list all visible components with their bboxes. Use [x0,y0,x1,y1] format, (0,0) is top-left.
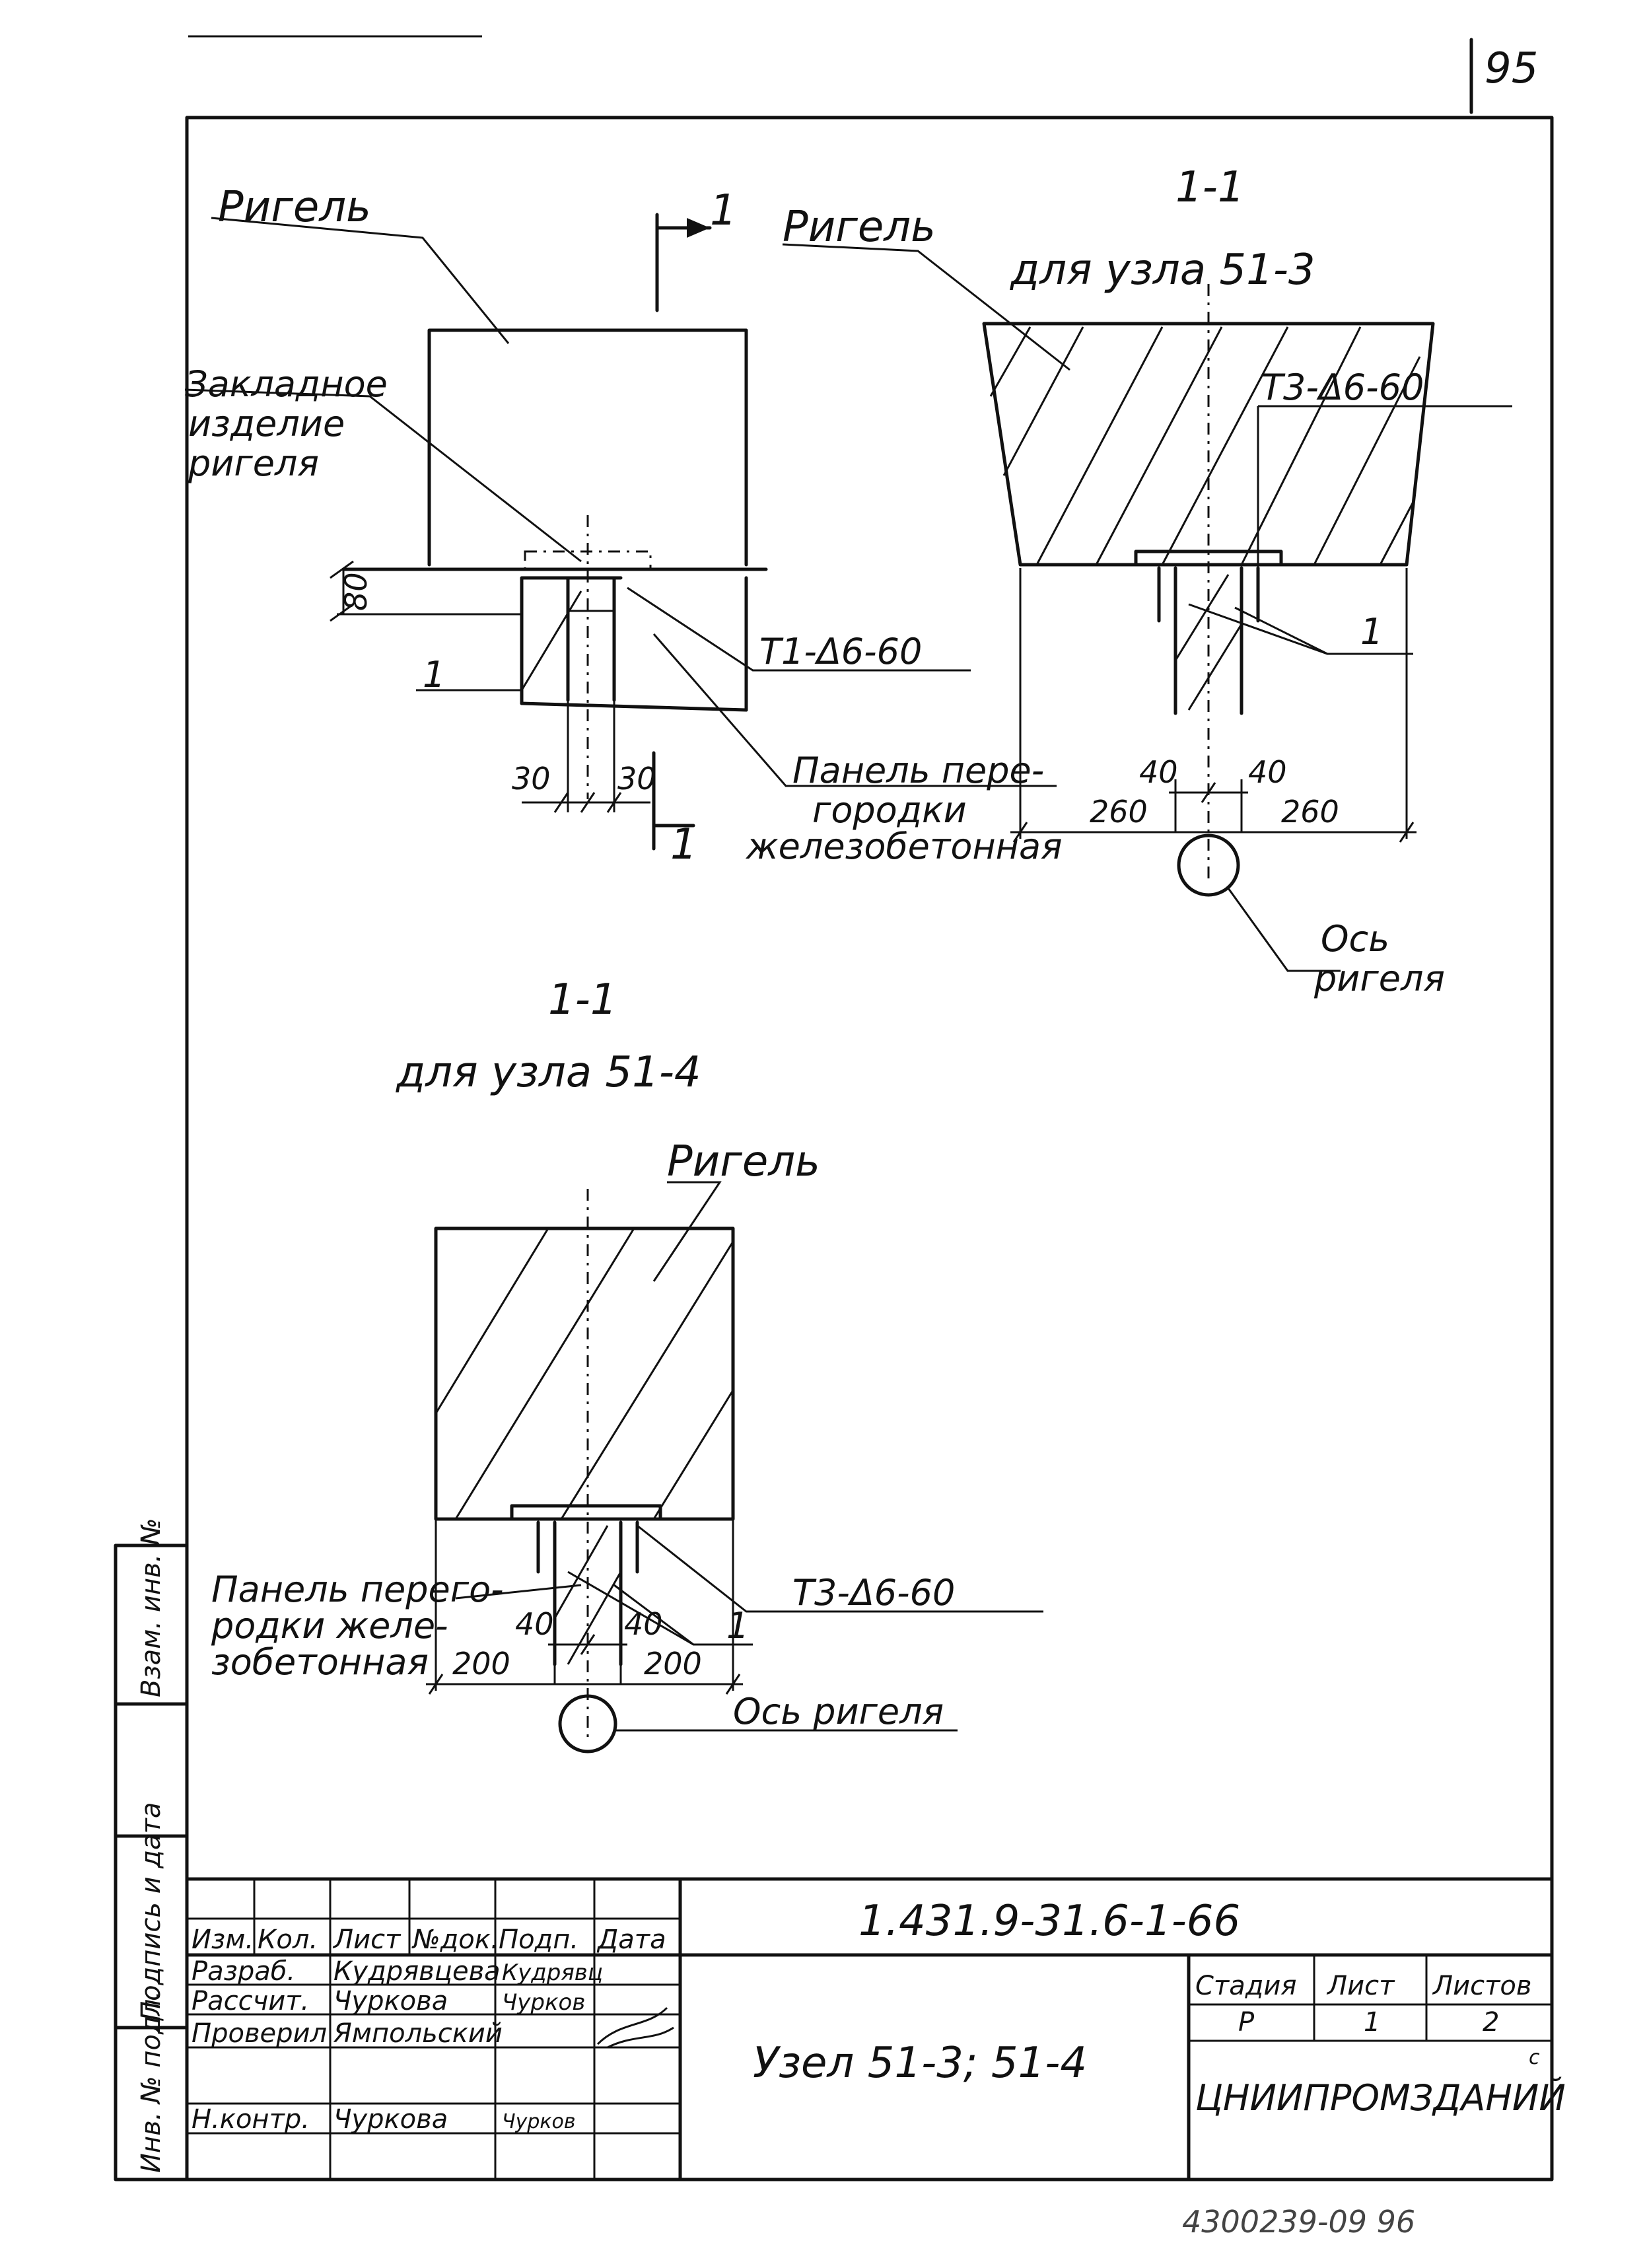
dim-30-right: 30 [617,761,656,797]
doc-code: 1.431.9-31.6-1-66 [858,1897,1240,1946]
side-stamp-3: Инв. № подл. [136,1991,166,2173]
section-top-subtitle: для узла 51-3 [1010,246,1315,295]
sheet-frame [185,116,1554,2181]
org-name: ЦНИИПРОМЗДАНИЙ [1195,2077,1566,2119]
label-panel-bottom-3: зобетонная [211,1641,429,1683]
section-bottom-title: 1-1 [548,975,617,1024]
name-3: Ямпольский [333,2018,503,2049]
th-data: Дата [596,1925,666,1955]
label-weld-t3-top: Т3-Δ6-60 [1261,367,1424,408]
dim-260-right: 260 [1281,794,1339,830]
mark-1-b: 1 [1360,611,1383,653]
label-axis-top-2: ригеля [1313,958,1445,999]
mark-1-a: 1 [423,654,445,695]
role-1: Разраб. [192,1956,295,1987]
label-weld-t3-bottom: Т3-Δ6-60 [792,1572,955,1613]
th-ndok: №док. [411,1925,499,1955]
th-podp: Подп. [499,1925,578,1955]
elevation-fragment [184,213,1057,851]
name-4: Чуркова [333,2104,448,2135]
label-embedded-2: изделие [188,403,345,444]
label-panel-bottom-2: родки желе- [211,1605,448,1647]
role-2: Рассчит. [192,1986,309,2016]
side-stamp [114,1543,189,2181]
dim-40-top-right: 40 [1248,754,1287,790]
label-embedded-3: ригеля [188,443,319,484]
sheet-value: 1 [1364,2007,1380,2038]
label-embedded-1: Закладное [185,363,388,405]
stage-label: Стадия [1195,1971,1296,2001]
label-panel-bottom-1: Панель перего- [211,1569,504,1610]
dim-200-left: 200 [452,1646,510,1682]
dim-200-right: 200 [644,1646,702,1682]
label-panel-top-3: железобетонная [745,826,1063,867]
role-3: Проверил [192,2018,327,2049]
section-mark-top: 1 [710,186,737,235]
label-weld-t1: Т1-Δ6-60 [759,631,922,672]
name-1: Кудрявцева [333,1956,501,1987]
section-bottom-subtitle: для узла 51-4 [396,1048,701,1097]
section-51-4 [426,1181,1043,1754]
th-izm: Изм. [192,1925,254,1955]
sign-4: Чурков [502,2110,576,2133]
stage-value: Р [1238,2007,1255,2038]
sheets-value: 2 [1483,2007,1499,2038]
sign-1: Кудрявц [502,1960,603,1986]
label-rigel-mid: Ригель [783,203,936,252]
dim-40-top-left: 40 [1139,754,1178,790]
label-panel-top-2: городки [812,789,967,831]
sign-2: Чурков [502,1989,585,2016]
bottom-note: 4300239-09 96 [1182,2204,1415,2240]
mark-1-c: 1 [726,1605,749,1647]
name-2: Чуркова [333,1986,448,2016]
section-mark-bottom: 1 [670,820,697,869]
sheets-label: Листов [1432,1971,1531,2001]
title-block-lines [185,1877,1554,2181]
dim-40-bot-left: 40 [515,1606,554,1642]
side-stamp-2: Подпись и дата [136,1802,166,2021]
label-rigel-left: Ригель [218,183,371,232]
sheet-label: Лист [1326,1971,1395,2001]
dim-40-bot-right: 40 [624,1606,663,1642]
label-rigel-bottom: Ригель [667,1137,820,1186]
label-axis-bottom: Ось ригеля [733,1691,944,1732]
page-number: 95 [1485,44,1538,93]
section-51-3 [782,243,1512,972]
side-stamp-1: Взам. инв. № [136,1518,166,1697]
drawing-title: Узел 51-3; 51-4 [753,2039,1087,2088]
label-panel-top-1: Панель пере- [792,750,1044,791]
dim-30-left: 30 [512,761,551,797]
org-mark: с [1529,2046,1540,2069]
section-top-title: 1-1 [1175,163,1245,212]
dim-260-left: 260 [1090,794,1148,830]
role-4: Н.контр. [192,2104,310,2135]
th-kol: Кол. [258,1925,318,1955]
th-list: Лист [332,1925,402,1955]
label-axis-top-1: Ось [1321,918,1389,960]
dim-80: 80 [338,572,374,611]
